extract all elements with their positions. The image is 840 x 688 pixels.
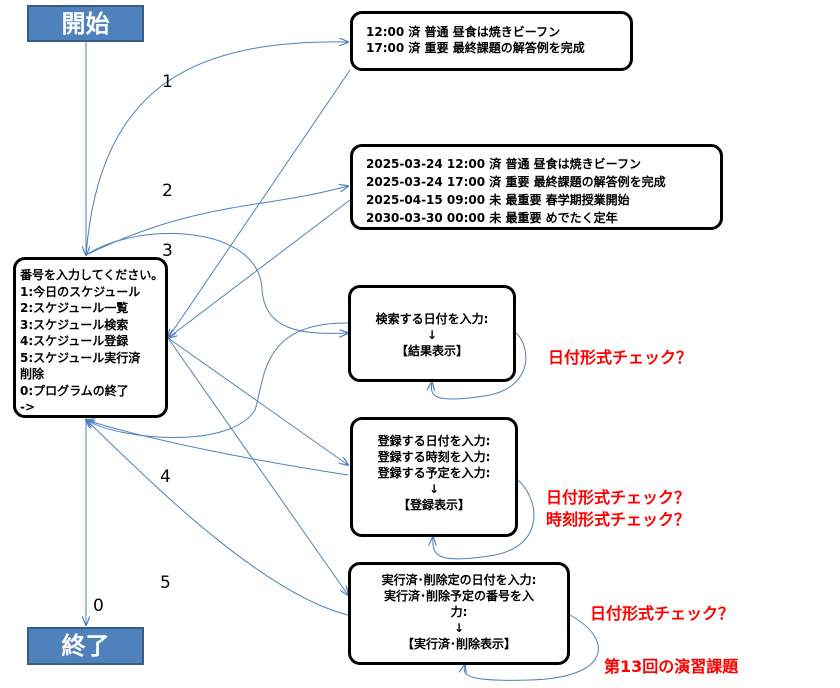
menu-line: 1:今日のスケジュール [20,284,141,299]
result-label: 【結果表示】 [395,344,468,358]
search-check-note: 日付形式チェック？ [548,348,693,367]
prompt-line: 登録する予定を入力: [377,466,491,480]
prompt-line: 力: [450,605,468,619]
output-line: 17:00 済 重要 最終課題の解答例を完成 [366,41,585,55]
exercise-task-note: 第13回の演習課題 [604,657,739,676]
menu-line: 5:スケジュール実行済 [20,350,141,365]
menu-line: 2:スケジュール一覧 [20,301,129,315]
output-line: 2025-03-24 12:00 済 普通 昼食は焼きビーフン [366,157,642,171]
edge-3-back [86,322,349,438]
output-line: 2030-03-30 00:00 未 最重要 めでたく定年 [366,211,618,225]
menu-line: 3:スケジュール検索 [20,317,129,332]
prompt-line: 検索する日付を入力: [375,312,489,326]
prompt-line: 登録する時刻を入力: [377,450,491,464]
end-terminal: 終了 [27,627,144,665]
output-line: 12:00 済 普通 昼食は焼きビーフン [366,25,561,39]
edge-label-3: 3 [162,241,173,261]
edge-label-5: 5 [160,573,171,593]
prompt-line: 実行済･削除予定の番号を入 [383,589,534,603]
delete-check-note: 日付形式チェック？ [590,604,735,623]
edge-label-0: 0 [93,596,104,616]
edge-5-self [464,614,599,681]
today-output-box: 12:00 済 普通 昼食は焼きビーフン 17:00 済 重要 最終課題の解答例… [350,11,633,71]
arrow-down: ↓ [426,328,438,342]
edge-label-2: 2 [162,181,173,201]
menu-line: 0:プログラムの終了 [20,383,129,398]
result-label: 【登録表示】 [397,498,470,512]
menu-line: 番号を入力してください。 [20,268,164,282]
result-label: 【実行済･削除表示】 [401,637,516,651]
menu-line: -> [20,400,36,414]
arrow-down: ↓ [453,621,465,635]
output-line: 2025-04-15 09:00 未 最重要 春学期授業開始 [366,193,630,207]
start-terminal: 開始 [27,5,144,42]
edge-4-self [433,479,535,560]
edge-5-back [86,420,349,616]
register-box: 登録する日付を入力: 登録する時刻を入力: 登録する予定を入力: ↓ 【登録表示… [350,417,518,537]
output-line: 2025-03-24 17:00 済 重要 最終課題の解答例を完成 [366,175,666,189]
arrow-down: ↓ [428,482,440,496]
edge-4-back [86,420,349,476]
menu-box: 番号を入力してください。 1:今日のスケジュール 2:スケジュール一覧 3:スケ… [13,257,168,418]
list-output-box: 2025-03-24 12:00 済 普通 昼食は焼きビーフン 2025-03-… [350,144,723,230]
edge-label-1: 1 [162,72,173,92]
prompt-line: 登録する日付を入力: [377,434,491,448]
delete-box: 実行済･削除定の日付を入力: 実行済･削除予定の番号を入 力: ↓ 【実行済･削… [348,562,570,665]
edge-2-back [168,199,351,338]
edge-4-out [167,337,348,465]
edge-1-out [85,42,348,256]
prompt-line: 実行済･削除定の日付を入力: [381,573,537,587]
register-date-check-note: 日付形式チェック？ [546,488,691,507]
edge-3-out [85,233,348,333]
edge-3-self [431,332,527,400]
edge-label-4: 4 [160,467,171,487]
menu-line: 削除 [20,367,45,381]
register-time-check-note: 時刻形式チェック？ [546,510,691,529]
menu-line: 4:スケジュール登録 [20,334,129,348]
search-box: 検索する日付を入力: ↓ 【結果表示】 [348,285,516,382]
edge-2-out [85,186,348,256]
edge-5-out [167,337,348,595]
edge-1-back [168,69,351,338]
